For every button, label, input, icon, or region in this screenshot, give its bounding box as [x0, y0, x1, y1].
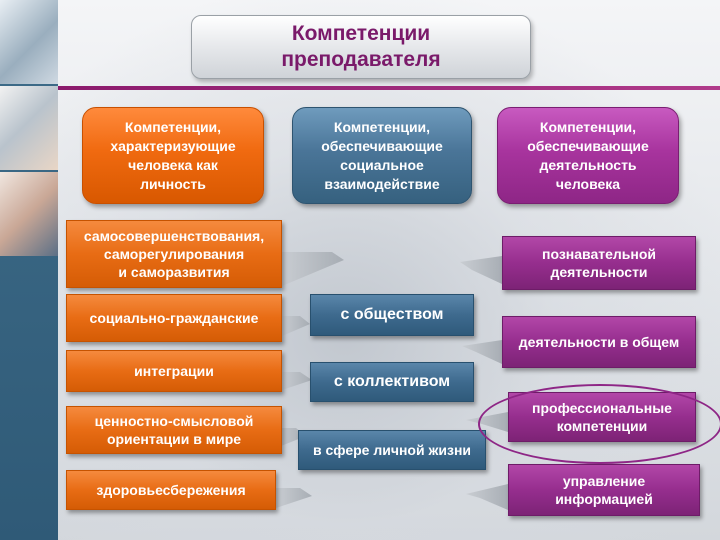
header-activity: Компетенции, обеспечивающие деятельность…: [497, 107, 679, 204]
item-self-improvement: самосовершенствования, саморегулирования…: [66, 220, 282, 288]
item-society: с обществом: [310, 294, 474, 336]
page-title: Компетенции преподавателя: [281, 22, 441, 71]
doctor-photo-3: [0, 172, 58, 256]
arrow-right-4: [466, 484, 508, 510]
arrow-right-2: [462, 340, 502, 364]
highlight-ellipse: [478, 384, 720, 464]
header-divider: [58, 86, 720, 90]
arrow-right-1: [460, 256, 502, 284]
item-integration: интеграции: [66, 350, 282, 392]
header-social-interaction: Компетенции, обеспечивающие социальное в…: [292, 107, 472, 204]
item-information-management: управление информацией: [508, 464, 700, 516]
item-general-activity: деятельности в общем: [502, 316, 696, 368]
arrow-left-2: [282, 316, 310, 336]
arrow-left-3: [282, 372, 312, 390]
item-collective: с коллективом: [310, 362, 474, 402]
item-value-orientation: ценностно-смысловой ориентации в мире: [66, 406, 282, 454]
item-civic: социально-гражданские: [66, 294, 282, 342]
header-personality: Компетенции, характеризующие человека ка…: [82, 107, 264, 204]
title-box: Компетенции преподавателя: [191, 15, 531, 79]
item-health: здоровьесбережения: [66, 470, 276, 510]
arrow-left-5: [276, 488, 312, 508]
doctor-photo-1: [0, 0, 58, 84]
item-cognitive: познавательной деятельности: [502, 236, 696, 290]
item-personal-life: в сфере личной жизни: [298, 430, 486, 470]
doctor-photo-2: [0, 86, 58, 170]
arrow-left-1: [282, 252, 344, 286]
